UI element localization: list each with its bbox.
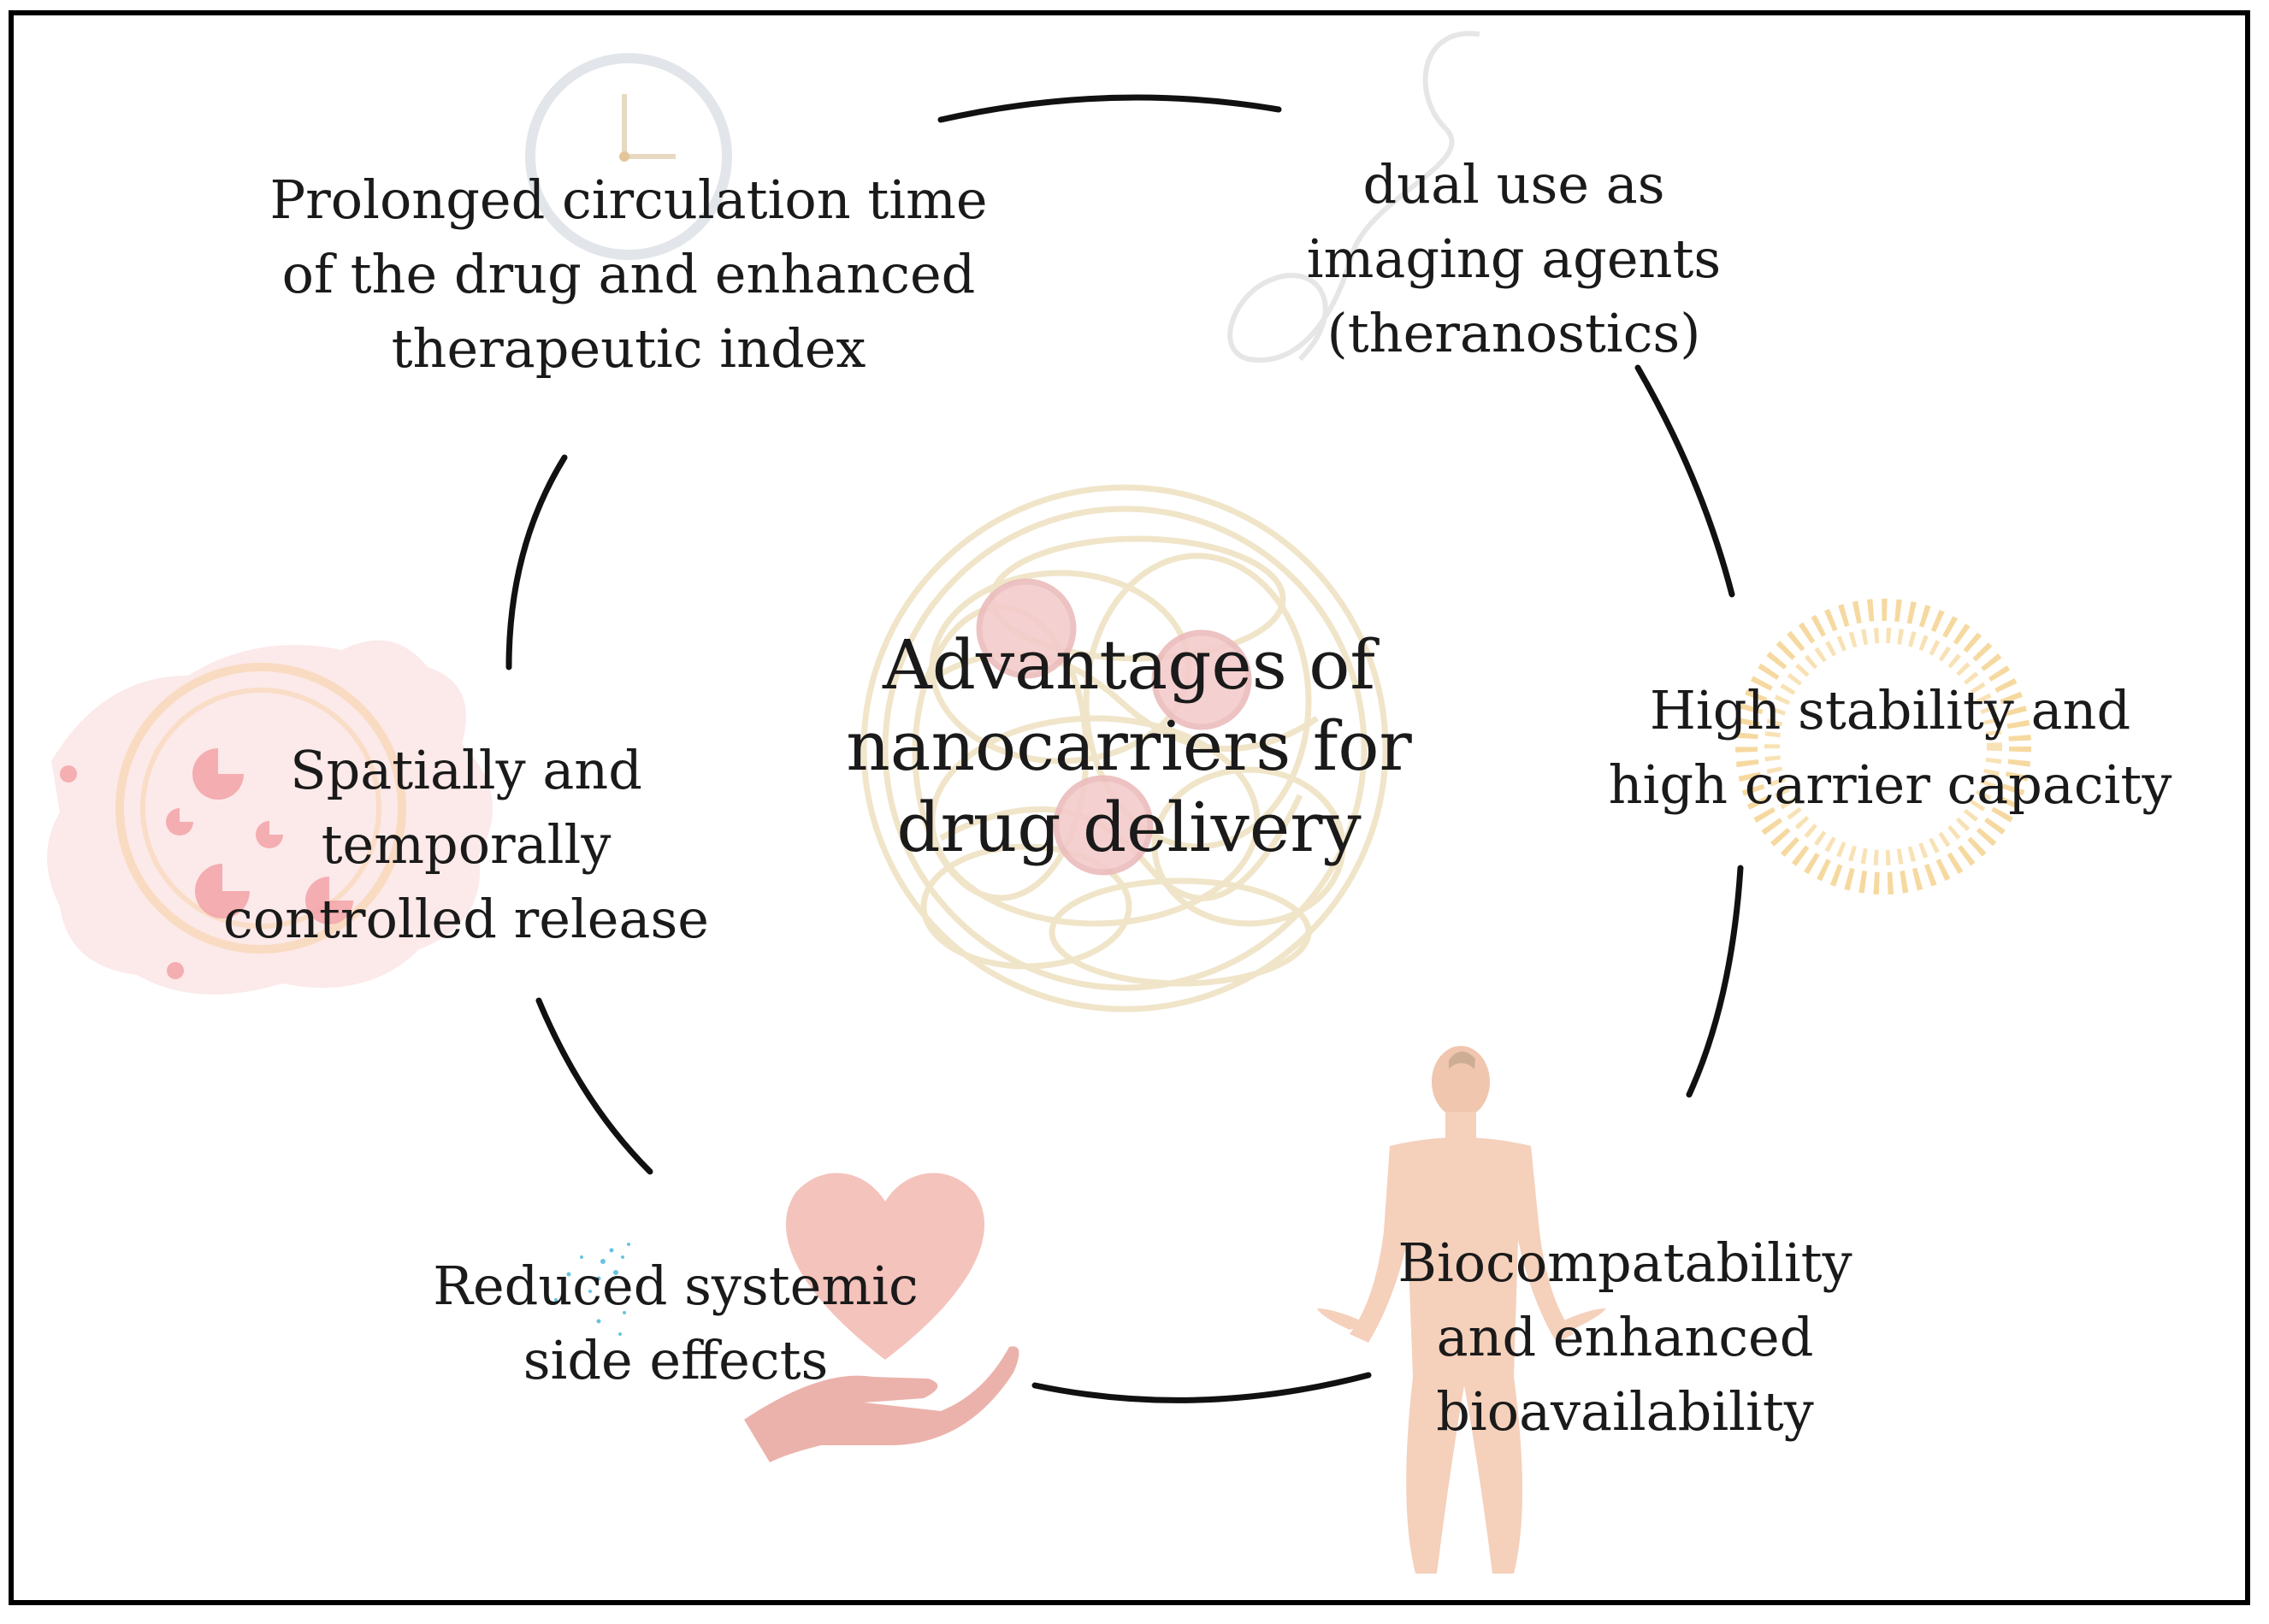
label-stability: High stability and high carrier capacity [1608, 679, 2172, 816]
human-body-icon [1317, 1046, 1606, 1574]
cycle-arrows [505, 94, 1744, 1403]
arc-bottom [1031, 1372, 1372, 1403]
label-release: Spatially and temporally controlled rele… [223, 739, 709, 950]
arc-right [1686, 865, 1744, 1098]
arc-bottom-left [535, 997, 653, 1175]
center-title: Advantages of nanocarriers for drug deli… [846, 625, 1412, 867]
clock-icon [525, 53, 732, 260]
cell-icon [47, 640, 493, 995]
label-biocompatibility: Biocompatability and enhanced bioavailab… [1397, 1231, 1852, 1443]
arc-left [505, 454, 568, 670]
label-side-effects: Reduced systemic side effects [433, 1255, 919, 1391]
squiggle-icon [1227, 31, 1480, 363]
arc-top-right [1634, 364, 1735, 598]
liposome-icon [1735, 599, 2031, 895]
label-imaging: dual use as imaging agents (theranostics… [1306, 153, 1722, 364]
label-circulation: Prolonged circulation time of the drug a… [269, 168, 988, 380]
heart-in-hand-icon [546, 1172, 1019, 1462]
arc-top [937, 94, 1282, 123]
nanoparticle-icon [860, 484, 1389, 1013]
